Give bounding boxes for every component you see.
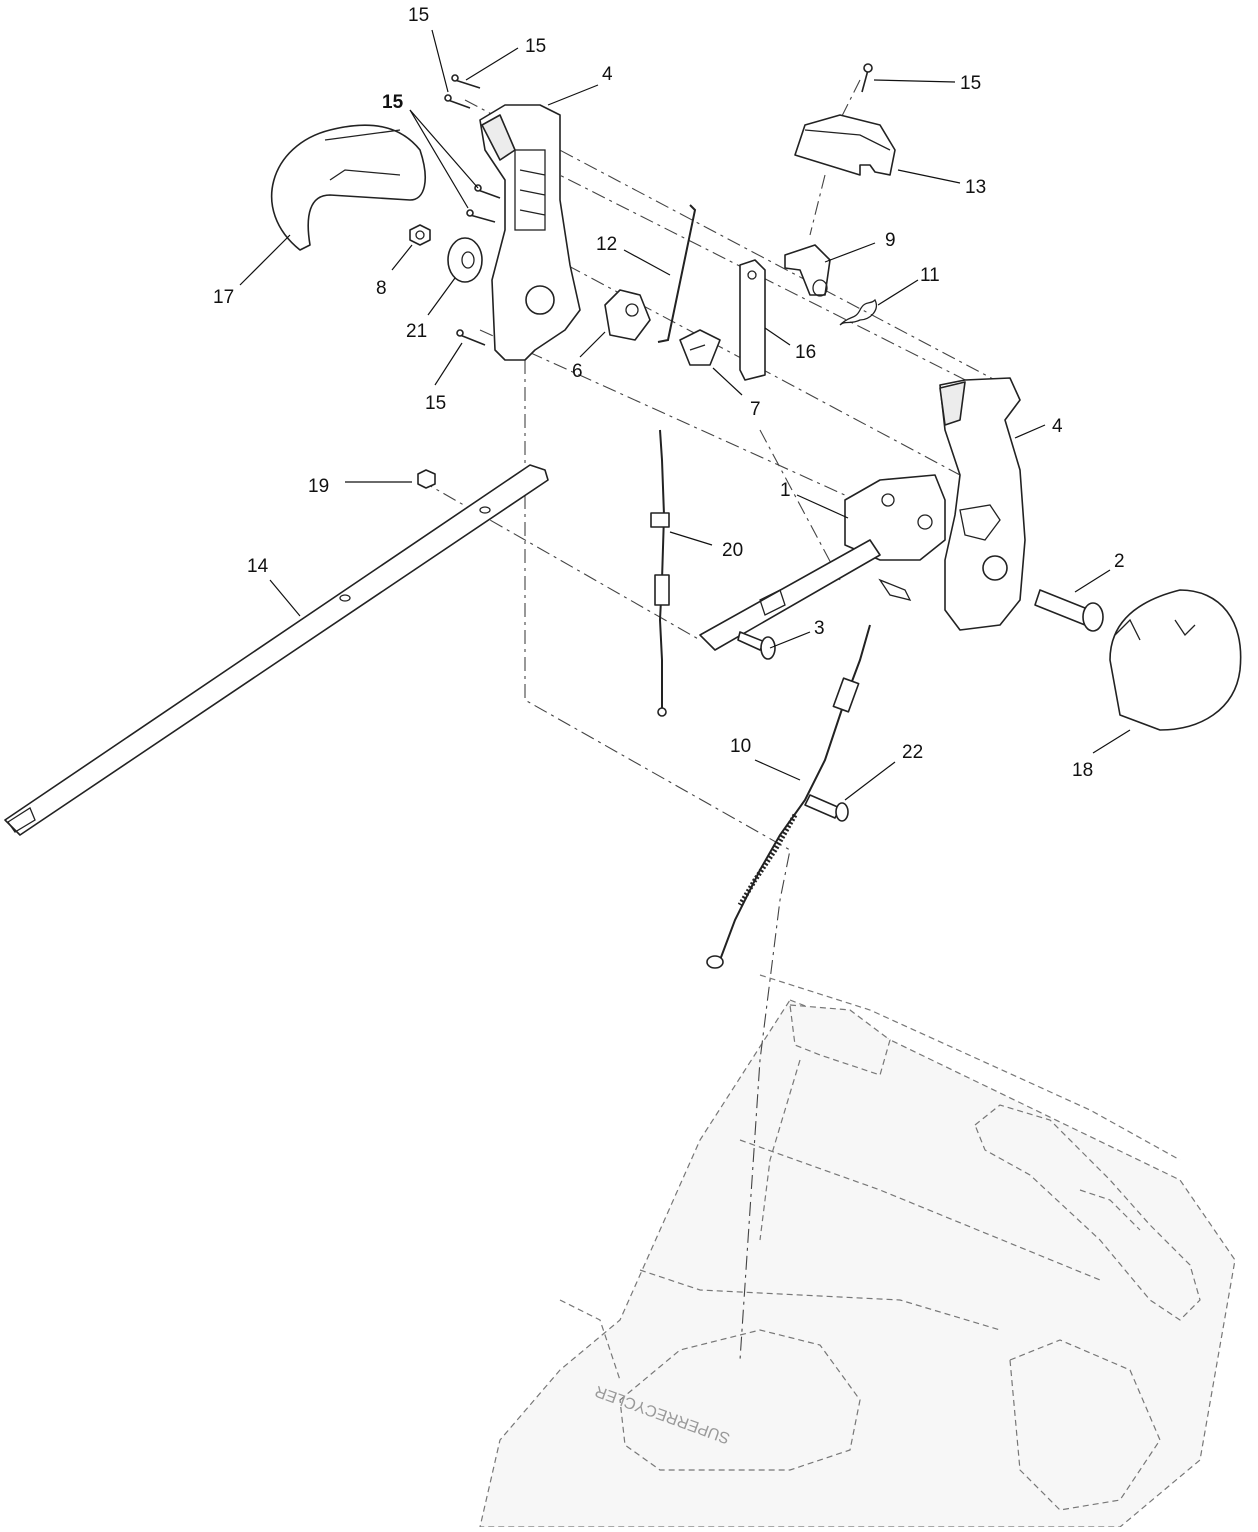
drive-rod-14 <box>4 464 549 836</box>
trigger-9 <box>784 244 831 297</box>
callout-15-bold: 15 <box>382 92 404 113</box>
shift-bracket-1 <box>699 474 946 651</box>
callout-15-top: 15 <box>525 36 546 57</box>
bolt-2 <box>1034 589 1104 632</box>
spring-11 <box>839 298 877 326</box>
callout-4-right: 4 <box>1052 416 1063 437</box>
callout-12: 12 <box>596 234 617 255</box>
callout-19: 19 <box>308 476 329 497</box>
callout-21: 21 <box>406 321 427 342</box>
nut-8 <box>409 224 431 246</box>
bolt-22 <box>804 794 849 822</box>
cam-6 <box>604 289 651 341</box>
rod-12 <box>657 204 697 343</box>
screw-15e <box>456 329 486 346</box>
callout-6: 6 <box>572 361 583 382</box>
control-bar-outline <box>759 1004 891 1241</box>
cap-13 <box>794 114 896 176</box>
nut-19 <box>417 469 436 489</box>
lever-housing-4-left <box>479 104 581 361</box>
handle-grip-outline <box>974 1104 1201 1321</box>
callout-4-top: 4 <box>602 64 613 85</box>
screw-15c <box>474 184 501 199</box>
callout-22: 22 <box>902 742 923 763</box>
callout-2: 2 <box>1114 551 1125 572</box>
callout-16: 16 <box>795 342 816 363</box>
plate-16 <box>739 259 766 381</box>
pin-3 <box>737 631 776 660</box>
callout-labels: 15 15 4 15 15 13 17 8 21 12 9 11 16 6 7 … <box>213 5 1125 781</box>
leader-lines <box>239 29 1131 801</box>
lever-housing-4-right <box>939 377 1026 631</box>
screw-15b <box>444 94 471 109</box>
right-cover-18 <box>1109 589 1242 731</box>
washer-21 <box>447 237 483 283</box>
screw-15f <box>861 63 873 93</box>
callout-18: 18 <box>1072 760 1093 781</box>
callout-20: 20 <box>722 540 743 561</box>
callout-13: 13 <box>965 177 986 198</box>
callout-8: 8 <box>376 278 387 299</box>
callout-15-bottom: 15 <box>425 393 446 414</box>
callout-15-top-right: 15 <box>960 73 981 94</box>
screw-15d <box>466 209 496 223</box>
callout-15-top-left: 15 <box>408 5 429 26</box>
bushing-7 <box>679 329 721 366</box>
cable-10 <box>706 624 871 969</box>
assembly-center-lines <box>419 79 996 1361</box>
callout-3: 3 <box>814 618 825 639</box>
callout-1: 1 <box>780 480 791 501</box>
callout-14: 14 <box>247 556 269 577</box>
left-cover-17 <box>271 124 426 251</box>
wheel-well-outline <box>1009 1339 1161 1511</box>
rear-door-outline: SUPERRECYCLER <box>593 1329 861 1471</box>
callout-11: 11 <box>920 265 940 286</box>
cable-20 <box>650 429 670 717</box>
callout-7: 7 <box>750 399 761 420</box>
screw-15a <box>451 74 481 89</box>
callout-9: 9 <box>885 230 896 251</box>
callout-17: 17 <box>213 287 234 308</box>
callout-10: 10 <box>730 736 751 757</box>
